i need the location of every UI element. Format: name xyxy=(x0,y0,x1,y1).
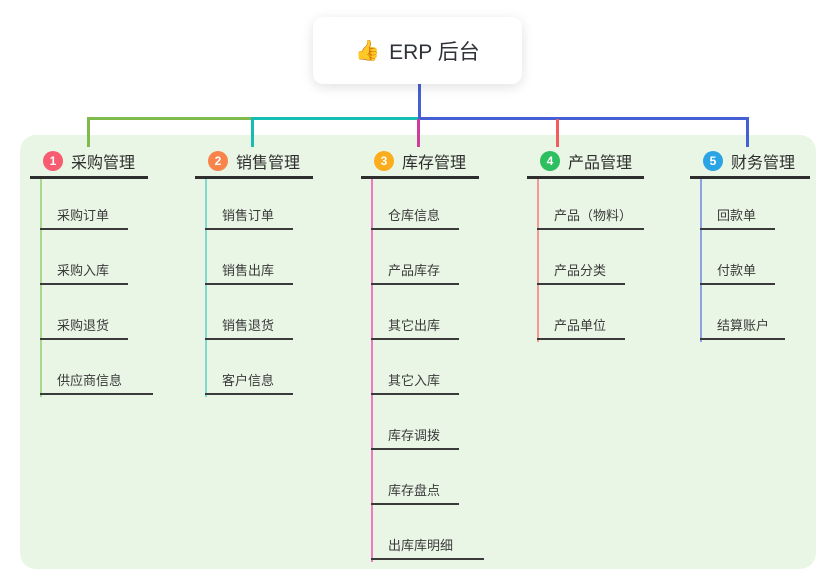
connector-branch3-drop xyxy=(417,119,420,147)
connector-branch1-children xyxy=(40,177,42,397)
connector-branch4-drop xyxy=(556,119,559,147)
child-node[interactable]: 库存盘点 xyxy=(371,477,459,505)
child-node[interactable]: 产品单位 xyxy=(537,312,625,340)
branch-number-badge: 2 xyxy=(208,151,228,171)
child-node[interactable]: 产品库存 xyxy=(371,257,459,285)
child-node[interactable]: 采购退货 xyxy=(40,312,128,340)
branch-number-badge: 1 xyxy=(43,151,63,171)
root-label: ERP 后台 xyxy=(389,40,480,64)
child-node[interactable]: 结算账户 xyxy=(700,312,785,340)
connector-branch5-drop xyxy=(746,117,749,147)
branch-label: 财务管理 xyxy=(731,155,796,172)
connector-branch5-horizontal xyxy=(418,117,749,120)
branch-node-4[interactable]: 4 产品管理 xyxy=(527,146,644,179)
child-node[interactable]: 其它出库 xyxy=(371,312,459,340)
connector-branch1-horizontal xyxy=(87,117,254,120)
child-node[interactable]: 产品分类 xyxy=(537,257,625,285)
connector-branch3-children xyxy=(371,177,373,562)
root-node[interactable]: 👍 ERP 后台 xyxy=(313,17,522,84)
connector-branch2-children xyxy=(205,177,207,397)
child-node[interactable]: 回款单 xyxy=(700,202,775,230)
branch-label: 采购管理 xyxy=(71,155,136,172)
branch-number-badge: 3 xyxy=(374,151,394,171)
branch-node-5[interactable]: 5 财务管理 xyxy=(690,146,810,179)
child-node[interactable]: 付款单 xyxy=(700,257,775,285)
thumbs-up-icon: 👍 xyxy=(355,39,381,62)
branch-node-1[interactable]: 1 采购管理 xyxy=(30,146,148,179)
connector-branch4-children xyxy=(537,177,539,342)
mindmap-panel xyxy=(20,135,816,569)
child-node[interactable]: 销售订单 xyxy=(205,202,293,230)
connector-branch2-horizontal xyxy=(252,117,420,120)
connector-branch1-drop xyxy=(87,117,90,147)
child-node[interactable]: 销售出库 xyxy=(205,257,293,285)
child-node[interactable]: 供应商信息 xyxy=(40,367,153,395)
root-stem-connector xyxy=(418,84,421,118)
branch-node-2[interactable]: 2 销售管理 xyxy=(195,146,313,179)
child-node[interactable]: 出库库明细 xyxy=(371,532,484,560)
child-node[interactable]: 其它入库 xyxy=(371,367,459,395)
branch-number-badge: 5 xyxy=(703,151,723,171)
branch-node-3[interactable]: 3 库存管理 xyxy=(361,146,479,179)
child-node[interactable]: 产品（物料） xyxy=(537,202,644,230)
child-node[interactable]: 库存调拨 xyxy=(371,422,459,450)
child-node[interactable]: 客户信息 xyxy=(205,367,293,395)
branch-label: 库存管理 xyxy=(402,155,467,172)
child-node[interactable]: 采购入库 xyxy=(40,257,128,285)
branch-label: 产品管理 xyxy=(568,155,633,172)
branch-label: 销售管理 xyxy=(236,155,301,172)
connector-branch2-drop xyxy=(251,117,254,147)
connector-branch5-children xyxy=(700,177,702,342)
child-node[interactable]: 仓库信息 xyxy=(371,202,459,230)
branch-number-badge: 4 xyxy=(540,151,560,171)
child-node[interactable]: 采购订单 xyxy=(40,202,128,230)
child-node[interactable]: 销售退货 xyxy=(205,312,293,340)
